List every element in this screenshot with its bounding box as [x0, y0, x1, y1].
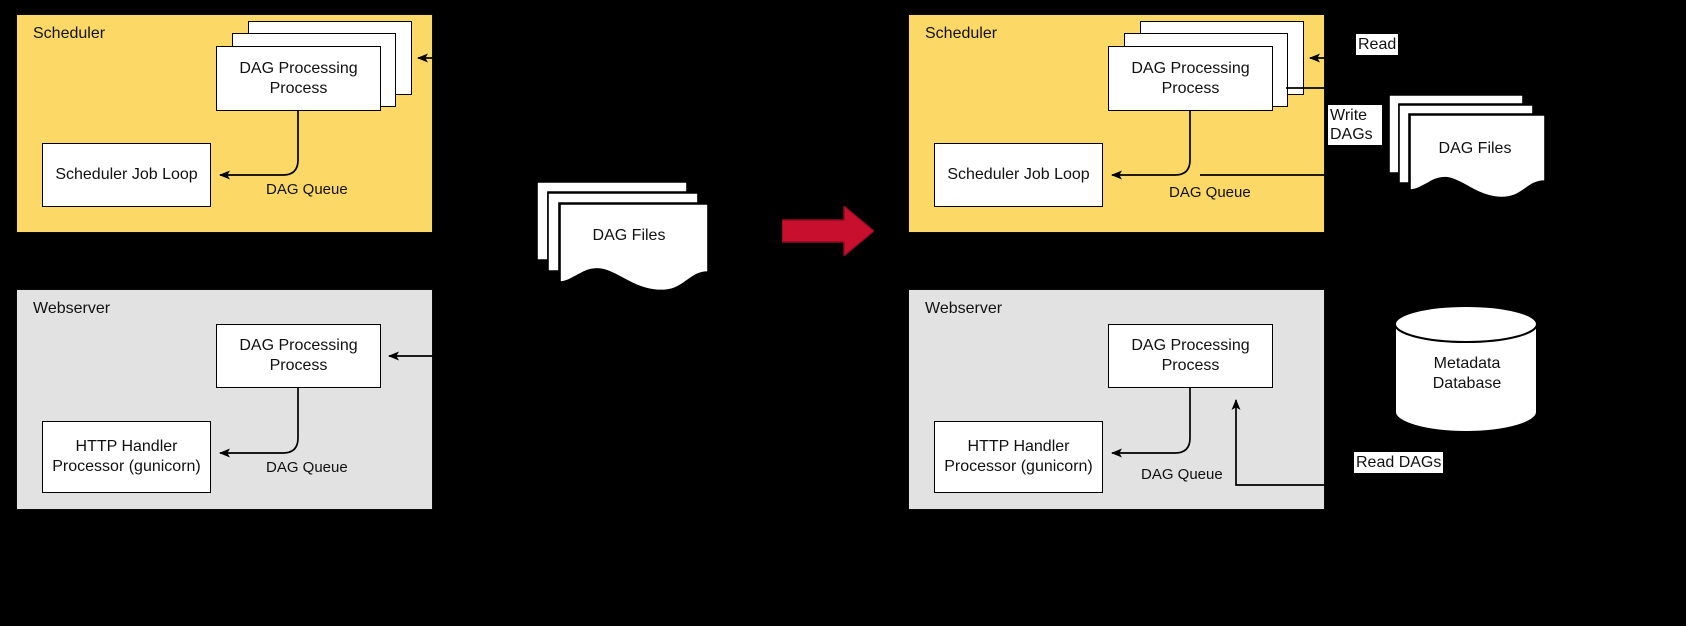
dag-files-sheet-mid: [547, 192, 699, 272]
left-scheduler-title: Scheduler: [33, 25, 106, 42]
left-webserver-dag-processing-process: DAG Processing Process: [216, 324, 381, 388]
right-dag-files-sheet-mid: [1398, 104, 1534, 184]
center-dag-files-label: DAG Files: [592, 227, 666, 244]
right-webserver-http-handler: HTTP Handler Processor (gunicorn): [934, 421, 1103, 493]
database-body: [1394, 323, 1538, 434]
right-dag-files-label: DAG Files: [1438, 140, 1512, 157]
metadata-database-label: Metadata Database: [1432, 355, 1502, 392]
center-dag-files: DAG Files: [536, 181, 709, 292]
right-webserver-title: Webserver: [925, 300, 1003, 317]
node-label: Scheduler Job Loop: [947, 166, 1090, 183]
right-dag-files: DAG Files: [1388, 94, 1546, 205]
read-dags-label: Read DAGs: [1354, 452, 1444, 474]
right-scheduler-job-loop: Scheduler Job Loop: [934, 143, 1103, 207]
right-webserver-dag-queue-label: DAG Queue: [1141, 466, 1223, 483]
node-label: DAG Processing Process: [239, 337, 358, 374]
left-webserver-dag-queue-label: DAG Queue: [266, 459, 348, 476]
node-label: DAG Processing Process: [1131, 59, 1250, 97]
write-dags-label: Write DAGs: [1328, 105, 1382, 146]
left-webserver-http-handler: HTTP Handler Processor (gunicorn): [42, 421, 211, 493]
read-label: Read: [1356, 34, 1399, 56]
right-webserver-dag-processing-process: DAG Processing Process: [1108, 324, 1273, 388]
right-scheduler-title: Scheduler: [925, 25, 998, 42]
left-scheduler-dag-queue-label: DAG Queue: [266, 181, 348, 198]
right-scheduler-dag-processing-process: DAG Processing Process: [1108, 46, 1273, 111]
left-scheduler-dag-processing-stack: DAG Processing Process: [216, 21, 412, 111]
right-dag-files-sheet-back: [1388, 94, 1524, 174]
transform-arrow: [781, 204, 876, 258]
transform-arrow-shape: [781, 204, 876, 258]
dag-files-sheet-front: [559, 203, 709, 292]
node-label: HTTP Handler Processor (gunicorn): [944, 438, 1093, 475]
node-label: DAG Processing Process: [239, 59, 358, 97]
left-scheduler-dag-processing-process: DAG Processing Process: [216, 46, 381, 111]
left-webserver-title: Webserver: [33, 300, 111, 317]
dag-files-sheet-back: [536, 181, 688, 261]
metadata-database: Metadata Database: [1393, 304, 1541, 434]
database-top-ellipse: [1394, 305, 1538, 343]
node-label: DAG Processing Process: [1131, 337, 1250, 374]
node-label: HTTP Handler Processor (gunicorn): [52, 438, 201, 475]
node-label: Scheduler Job Loop: [55, 166, 198, 183]
right-scheduler-dag-processing-stack: DAG Processing Process: [1108, 21, 1304, 111]
right-scheduler-dag-queue-label: DAG Queue: [1169, 184, 1251, 201]
left-scheduler-job-loop: Scheduler Job Loop: [42, 143, 211, 207]
right-dag-files-sheet-front: [1409, 114, 1546, 199]
